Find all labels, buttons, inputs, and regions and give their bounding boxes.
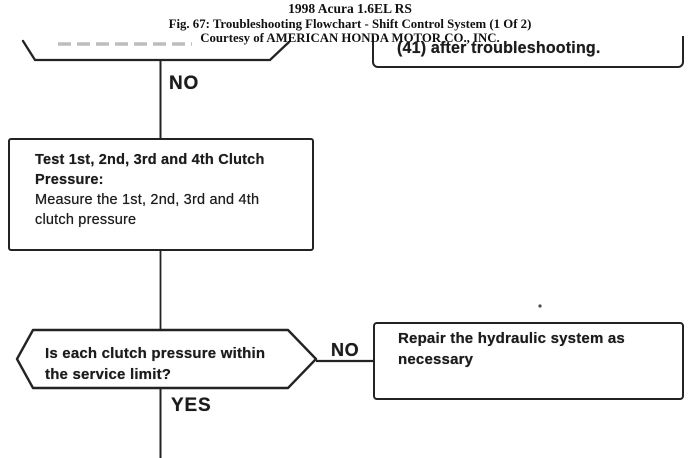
clutch-pressure-decision-text: Is each clutch pressure within the servi… xyxy=(45,343,265,385)
test-box-title-line1: Test 1st, 2nd, 3rd and 4th Clutch xyxy=(35,152,265,168)
figure-caption: Fig. 67: Troubleshooting Flowchart - Shi… xyxy=(168,17,532,31)
test-box-body-line1: Measure the 1st, 2nd, 3rd and 4th xyxy=(35,192,260,208)
repair-box-line2: necessary xyxy=(398,350,474,368)
courtesy-line: Courtesy of AMERICAN HONDA MOTOR CO., IN… xyxy=(200,31,500,45)
truncated-recheck-box: (41) after troubleshooting. xyxy=(372,36,684,68)
top-decision-outline-partial xyxy=(21,39,291,62)
decision-text-line1: Is each clutch pressure within xyxy=(45,345,266,362)
truncated-recheck-box-text: (41) after troubleshooting. xyxy=(397,39,601,57)
scan-speck xyxy=(538,304,542,308)
decision-text-line2: the service limit? xyxy=(45,366,172,383)
no-branch-label-decision: NO xyxy=(331,340,360,360)
vehicle-title: 1998 Acura 1.6EL RS xyxy=(288,1,412,16)
yes-branch-label: YES xyxy=(171,395,212,416)
decision-hexagon-outline xyxy=(15,328,318,390)
test-box-title-line2: Pressure: xyxy=(35,172,104,188)
no-branch-label-top: NO xyxy=(169,73,200,94)
test-box-body-line2: clutch pressure xyxy=(35,212,137,228)
repair-hydraulic-box: Repair the hydraulic system as necessary xyxy=(373,322,684,400)
test-clutch-pressure-box: Test 1st, 2nd, 3rd and 4th Clutch Pressu… xyxy=(8,138,314,251)
repair-box-line1: Repair the hydraulic system as xyxy=(398,330,625,347)
